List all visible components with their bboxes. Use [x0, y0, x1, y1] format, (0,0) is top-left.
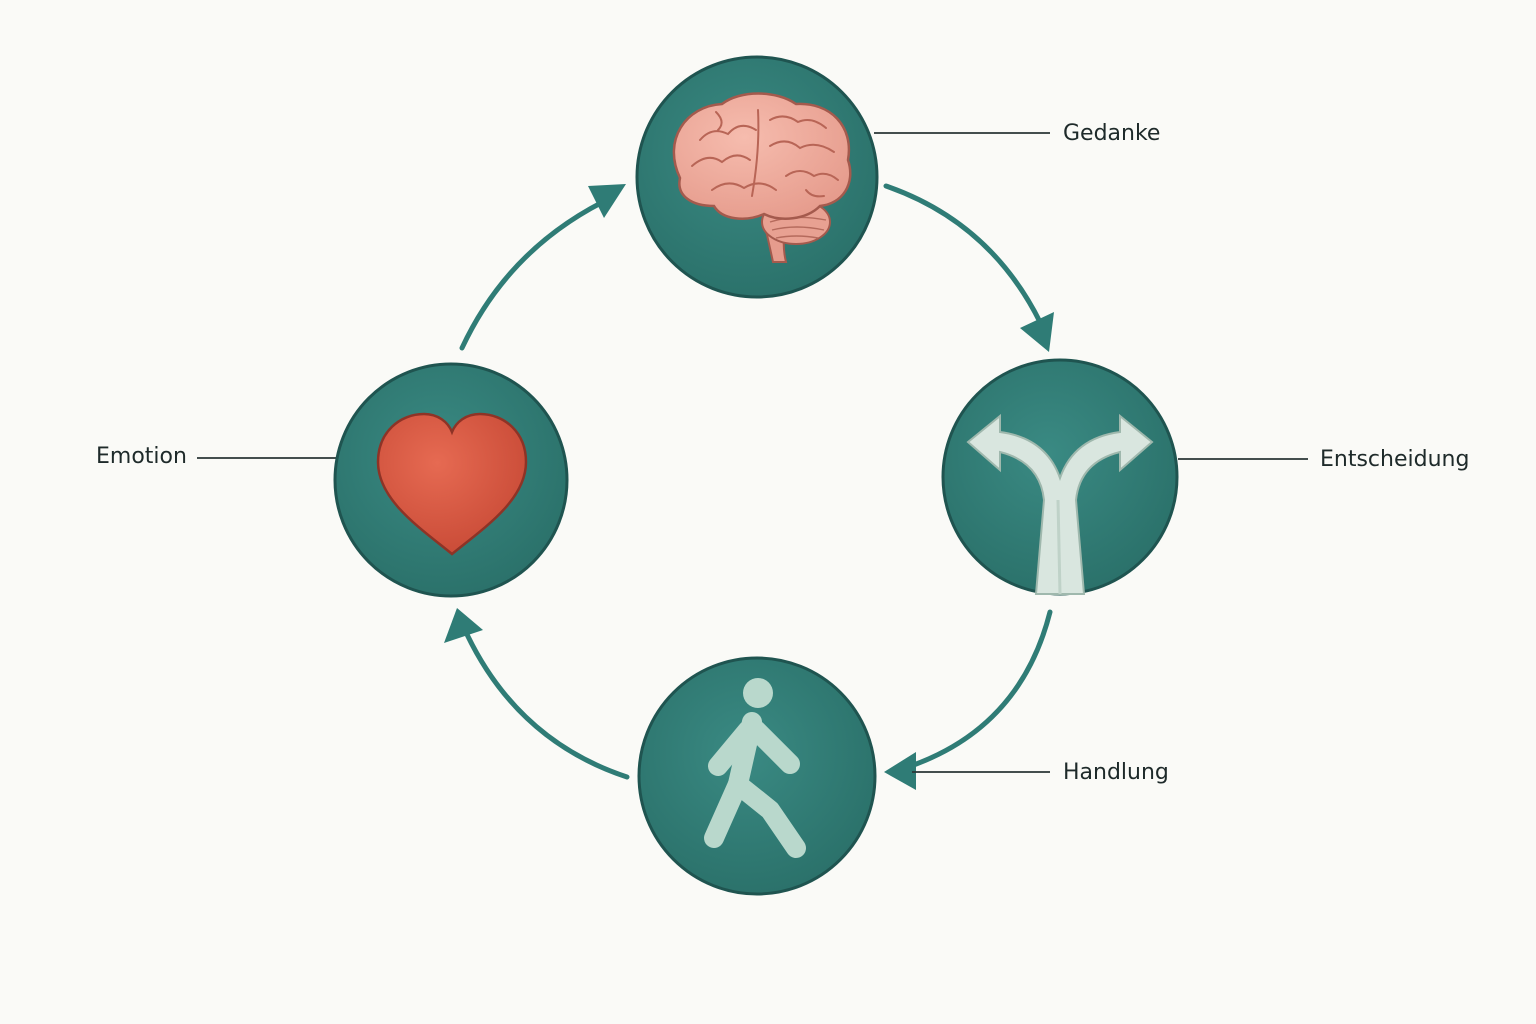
leader-lines: [197, 132, 1308, 773]
label-gedanke: Gedanke: [1063, 121, 1161, 146]
arrow-gedanke-to-entscheidung: [883, 183, 1043, 325]
arrowheads: [444, 184, 1054, 790]
arrow-entscheidung-to-handlung: [902, 609, 1053, 771]
fork-road-icon: [966, 413, 1154, 595]
node-emotion: [333, 362, 569, 598]
label-entscheidung: Entscheidung: [1320, 447, 1470, 472]
node-circle-handlung: [637, 656, 877, 896]
arrowhead-gedanke: [588, 184, 626, 218]
cycle-arrows: [459, 183, 1053, 780]
heart-icon: [376, 412, 528, 556]
arrowhead-entscheidung: [1020, 312, 1054, 352]
walking-person-icon: [704, 678, 806, 858]
node-entscheidung: [941, 358, 1179, 596]
label-emotion: Emotion: [96, 444, 187, 469]
arrowhead-handlung: [884, 752, 916, 790]
node-gedanke: [635, 55, 879, 299]
node-handlung: [637, 656, 877, 896]
arrow-emotion-to-gedanke: [459, 193, 618, 351]
arrowhead-emotion: [444, 608, 483, 643]
brain-icon: [672, 92, 852, 263]
label-handlung: Handlung: [1063, 760, 1169, 785]
arrow-handlung-to-emotion: [461, 625, 630, 780]
